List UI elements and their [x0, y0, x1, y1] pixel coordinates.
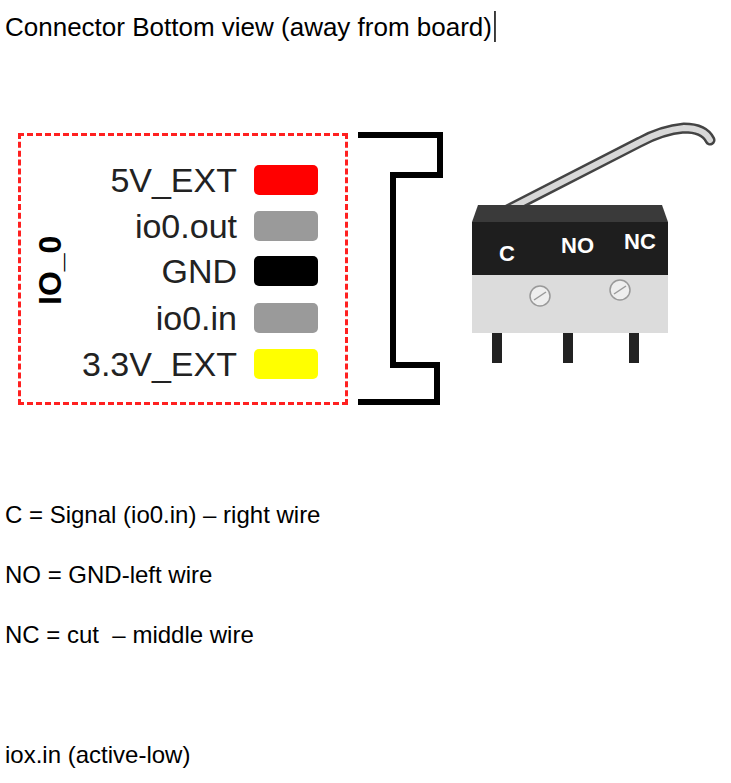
switch-pin: [563, 333, 573, 363]
connector-box: IO_0 5V_EXT io0.outGND io0.in 3.3V_EXT: [18, 133, 348, 405]
red-swatch: [254, 165, 318, 195]
switch-pin: [629, 333, 639, 363]
terminal-label: NC: [624, 231, 656, 253]
connector-name: IO_0: [34, 235, 66, 304]
note: iox.in (active-low): [5, 743, 190, 767]
black-swatch: [254, 256, 318, 286]
switch-pin: [492, 333, 502, 363]
note: NO = GND-left wire: [5, 563, 212, 587]
bracket: [358, 135, 440, 402]
title: Connector Bottom view (away from board): [5, 14, 492, 40]
pin-name: io0.out: [135, 209, 237, 243]
note: C = Signal (io0.in) – right wire: [5, 503, 320, 527]
terminal-label: C: [499, 243, 515, 265]
screw-slot: [614, 286, 626, 294]
terminal-label: NO: [561, 235, 594, 257]
switch-base: [472, 275, 668, 333]
switch-top: [472, 205, 668, 222]
note: NC = cut – middle wire: [5, 623, 254, 647]
pin-name: 3.3V_EXT: [82, 347, 237, 381]
pin-name: GND: [161, 254, 237, 288]
grey-swatch: [254, 211, 318, 241]
pin-name: 5V_EXT: [110, 163, 237, 197]
yellow-swatch: [254, 349, 318, 379]
grey-swatch: [254, 303, 318, 333]
screw: [530, 286, 550, 306]
screw: [610, 280, 630, 300]
screw-slot: [534, 292, 546, 300]
switch-body: [472, 222, 668, 275]
text-cursor: [494, 11, 496, 42]
pin-name: io0.in: [156, 301, 237, 335]
